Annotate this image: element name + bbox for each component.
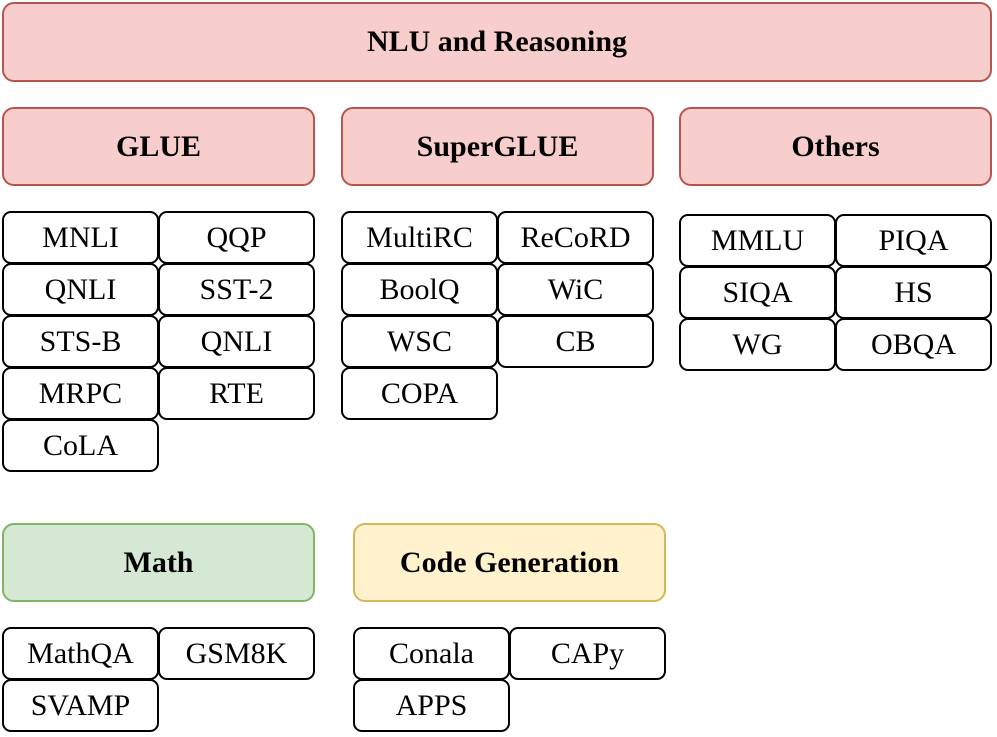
math-header: Math	[2, 523, 315, 602]
dataset-cell-cb: CB	[497, 315, 654, 368]
dataset-cell-qqp: QQP	[158, 211, 315, 264]
dataset-cell-piqa: PIQA	[835, 214, 992, 267]
dataset-cell-siqa: SIQA	[679, 266, 836, 319]
dataset-cell-sts-b: STS-B	[2, 315, 159, 368]
dataset-cell-cola: CoLA	[2, 419, 159, 472]
dataset-cell-record: ReCoRD	[497, 211, 654, 264]
glue-header: GLUE	[2, 107, 315, 186]
dataset-cell-mmlu: MMLU	[679, 214, 836, 267]
others-header: Others	[679, 107, 992, 186]
nlu-reasoning-header: NLU and Reasoning	[2, 2, 992, 82]
code-generation-header: Code Generation	[353, 523, 666, 602]
dataset-cell-conala: Conala	[353, 627, 510, 680]
dataset-cell-wg: WG	[679, 318, 836, 371]
dataset-cell-mathqa: MathQA	[2, 627, 159, 680]
dataset-cell-wsc: WSC	[341, 315, 498, 368]
dataset-cell-multirc: MultiRC	[341, 211, 498, 264]
dataset-cell-capy: CAPy	[509, 627, 666, 680]
dataset-cell-obqa: OBQA	[835, 318, 992, 371]
dataset-cell-boolq: BoolQ	[341, 263, 498, 316]
dataset-cell-copa: COPA	[341, 367, 498, 420]
dataset-cell-wic: WiC	[497, 263, 654, 316]
dataset-cell-mnli: MNLI	[2, 211, 159, 264]
dataset-cell-qnli-2: QNLI	[158, 315, 315, 368]
dataset-cell-apps: APPS	[353, 679, 510, 732]
superglue-header: SuperGLUE	[341, 107, 654, 186]
dataset-cell-gsm8k: GSM8K	[158, 627, 315, 680]
dataset-cell-qnli: QNLI	[2, 263, 159, 316]
dataset-cell-svamp: SVAMP	[2, 679, 159, 732]
dataset-cell-mrpc: MRPC	[2, 367, 159, 420]
dataset-cell-rte: RTE	[158, 367, 315, 420]
dataset-cell-hs: HS	[835, 266, 992, 319]
dataset-cell-sst-2: SST-2	[158, 263, 315, 316]
